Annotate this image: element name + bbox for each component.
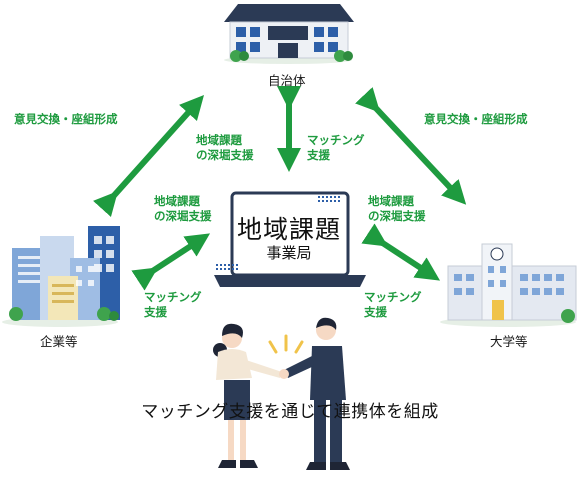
edge-label-line: 地域課題: [196, 133, 242, 147]
edge-label-left-lower: マッチング 支援: [144, 290, 202, 320]
edge-label-line: マッチング: [307, 133, 365, 147]
edge-label-line: の深堀支援: [196, 148, 254, 162]
edge-label-line: 地域課題: [154, 194, 200, 208]
center-node-subtitle: 事業局: [266, 244, 312, 262]
node-label-companies: 企業等: [40, 334, 78, 349]
arrow-right-center: [361, 223, 441, 281]
edge-label-outer-right: 意見交換・座組形成: [424, 112, 528, 126]
edge-label-left-upper: 地域課題 の深堀支援: [154, 194, 212, 224]
edge-label-line: 支援: [307, 148, 330, 162]
edge-label-right-lower: マッチング 支援: [364, 290, 422, 320]
edge-label-line: 地域課題: [368, 194, 414, 208]
edge-label-line: マッチング: [364, 290, 422, 304]
edge-label-top-right: マッチング 支援: [307, 133, 365, 163]
center-node-title: 地域課題: [236, 215, 341, 244]
arrow-left-center: [131, 233, 211, 291]
arrow-top-right-outer: [355, 87, 467, 205]
node-label-universities: 大学等: [490, 334, 528, 349]
handshake-illustration: [213, 317, 350, 470]
edge-label-line: マッチング: [144, 290, 202, 304]
edge-label-outer-left: 意見交換・座組形成: [14, 112, 118, 126]
node-label-municipality: 自治体: [268, 73, 306, 88]
edge-label-top-left: 地域課題 の深堀支援: [196, 133, 254, 163]
edge-label-right-upper: 地域課題 の深堀支援: [368, 194, 426, 224]
laptop-illustration: [214, 191, 366, 287]
edge-label-line: 支援: [364, 305, 387, 319]
university-illustration: [440, 243, 577, 327]
diagram-caption: マッチング支援を通じて連携体を組成: [141, 402, 439, 422]
edge-label-line: 支援: [144, 305, 167, 319]
city-hall-illustration: [224, 4, 354, 64]
company-buildings-illustration: [2, 226, 120, 327]
edge-label-line: の深堀支援: [368, 209, 426, 223]
arrow-top-left-outer: [93, 95, 205, 217]
edge-label-line: の深堀支援: [154, 209, 212, 223]
